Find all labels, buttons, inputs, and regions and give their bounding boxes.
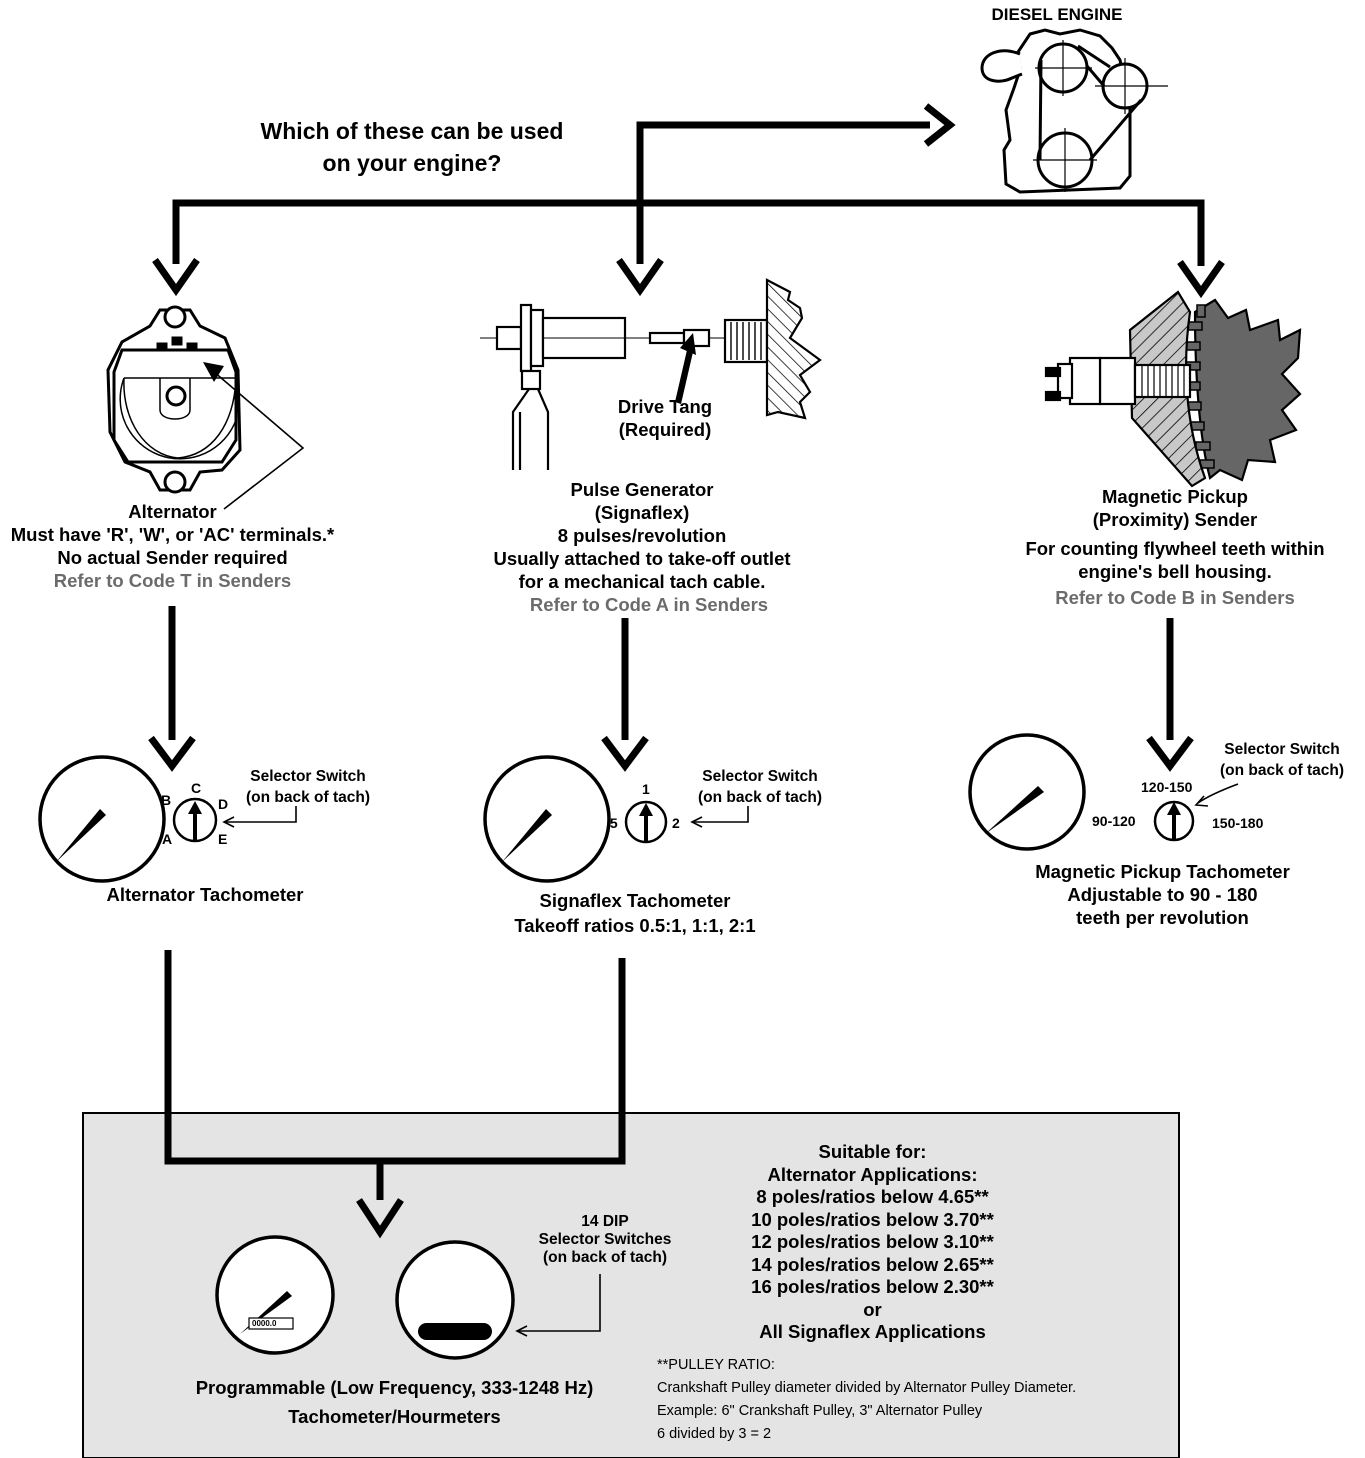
note-line: 6 divided by 3 = 2 bbox=[657, 1426, 772, 1442]
programmable-subtitle: Tachometer/Hourmeters bbox=[288, 1406, 501, 1427]
sig-selector-note: (on back of tach) bbox=[697, 788, 822, 806]
suitable-line: 12 poles/ratios below 3.10** bbox=[751, 1231, 994, 1252]
magnetic-usage: For counting flywheel teeth within bbox=[1025, 538, 1325, 559]
pulse-ref: Refer to Code A in Senders bbox=[529, 594, 769, 615]
suitable-list: Suitable for: Alternator Applications: 8… bbox=[700, 1141, 1045, 1344]
suitable-line: 10 poles/ratios below 3.70** bbox=[751, 1208, 994, 1230]
magnetic-proximity: (Proximity) Sender bbox=[1092, 509, 1258, 530]
magnetic-pickup-text: Magnetic Pickup (Proximity) Sender For c… bbox=[990, 485, 1360, 609]
mag-selector-title: Selector Switch bbox=[1224, 741, 1340, 758]
magnetic-teeth: teeth per revolution bbox=[1076, 907, 1249, 928]
mag-pos-top: 120-150 bbox=[1141, 779, 1193, 795]
magnetic-pickup-drawing bbox=[1044, 290, 1302, 488]
question-line-2: on your engine? bbox=[322, 150, 502, 176]
sig-selector-title: Selector Switch bbox=[702, 768, 818, 785]
dip-switch-label: 14 DIP Selector Switches (on back of tac… bbox=[525, 1213, 685, 1267]
pulse-title: Pulse Generator bbox=[570, 479, 714, 500]
pulse-usage-2: for a mechanical tach cable. bbox=[518, 571, 766, 592]
magnetic-adjustable: Adjustable to 90 - 180 bbox=[1067, 884, 1258, 905]
magnetic-selector-switch bbox=[1153, 783, 1239, 842]
note-line: Example: 6" Crankshaft Pulley, 3" Altern… bbox=[657, 1403, 983, 1419]
signaflex-tach-gauge bbox=[483, 755, 611, 883]
pulley-ratio-notes: **PULLEY RATIO: Crankshaft Pulley diamet… bbox=[657, 1354, 1076, 1446]
sig-pos-right: 2 bbox=[672, 815, 680, 831]
alt-pos-e: E bbox=[218, 831, 228, 847]
alt-pos-d: D bbox=[218, 796, 229, 812]
drive-tang-label: Drive Tang (Required) bbox=[600, 395, 730, 441]
dip-selector: Selector Switches bbox=[538, 1231, 672, 1248]
suitable-line: 14 poles/ratios below 2.65** bbox=[751, 1253, 994, 1275]
mag-pos-left: 90-120 bbox=[1092, 813, 1136, 829]
note-line: Crankshaft Pulley diameter divided by Al… bbox=[657, 1380, 1077, 1396]
alternator-tach-title: Alternator Tachometer bbox=[106, 884, 304, 905]
signaflex-tach-text: Signaflex Tachometer Takeoff ratios 0.5:… bbox=[475, 888, 795, 938]
pulse-signaflex: (Signaflex) bbox=[594, 502, 690, 523]
alt-pos-a: A bbox=[162, 831, 173, 847]
hourmeter-gauge bbox=[395, 1240, 515, 1360]
alternator-title: Alternator bbox=[128, 501, 217, 522]
alt-selector-note: (on back of tach) bbox=[245, 788, 370, 806]
dip-count: 14 DIP bbox=[581, 1213, 629, 1230]
alternator-sender-text: Alternator Must have 'R', 'W', or 'AC' t… bbox=[0, 500, 345, 593]
drive-tang-title: Drive Tang bbox=[617, 396, 713, 417]
pulse-generator-text: Pulse Generator (Signaflex) 8 pulses/rev… bbox=[452, 478, 832, 616]
magnetic-tach-text: Magnetic Pickup Tachometer Adjustable to… bbox=[1000, 860, 1325, 929]
magnetic-ref: Refer to Code B in Senders bbox=[1055, 587, 1295, 608]
alternator-selector-switch bbox=[172, 797, 297, 843]
pulse-rate: 8 pulses/revolution bbox=[557, 525, 727, 546]
hourmeter-display: 0000.0 bbox=[252, 1319, 277, 1328]
alt-pos-c: C bbox=[191, 780, 202, 796]
sig-selector-label: Selector Switch (on back of tach) bbox=[690, 767, 830, 809]
dip-switch-pointer bbox=[515, 1274, 601, 1337]
suitable-line: All Signaflex Applications bbox=[759, 1321, 986, 1342]
alternator-ref: Refer to Code T in Senders bbox=[53, 570, 292, 592]
drive-tang-note: (Required) bbox=[618, 419, 712, 441]
alt-selector-label: Selector Switch (on back of tach) bbox=[238, 767, 378, 809]
flow-lines bbox=[164, 121, 1205, 1200]
dip-note: (on back of tach) bbox=[542, 1249, 667, 1266]
pulse-generator-drawing bbox=[480, 278, 822, 470]
question-heading: Which of these can be used on your engin… bbox=[222, 115, 602, 179]
suitable-line: 8 poles/ratios below 4.65** bbox=[756, 1186, 989, 1207]
sig-pos-top: 1 bbox=[642, 781, 650, 797]
alt-selector-title: Selector Switch bbox=[250, 768, 366, 785]
mag-selector-label: Selector Switch (on back of tach) bbox=[1212, 740, 1352, 782]
programmable-title: Programmable (Low Frequency, 333-1248 Hz… bbox=[195, 1377, 594, 1398]
programmable-tach-gauge bbox=[215, 1235, 335, 1355]
suitable-line: 16 poles/ratios below 2.30** bbox=[751, 1276, 994, 1297]
alt-pos-b: B bbox=[161, 792, 172, 808]
alternator-terminals: Must have 'R', 'W', or 'AC' terminals.* bbox=[10, 524, 335, 546]
diesel-engine-drawing bbox=[980, 28, 1168, 194]
magnetic-usage-2: engine's bell housing. bbox=[1078, 561, 1272, 582]
signaflex-selector-switch bbox=[624, 800, 749, 844]
suitable-line: Suitable for: bbox=[818, 1141, 927, 1162]
programmable-title-block: Programmable (Low Frequency, 333-1248 Hz… bbox=[152, 1373, 637, 1431]
mag-pos-right: 150-180 bbox=[1212, 815, 1264, 831]
arrowheads bbox=[148, 103, 1225, 1239]
question-line-1: Which of these can be used bbox=[260, 118, 564, 144]
mag-selector-note: (on back of tach) bbox=[1219, 761, 1344, 779]
magnetic-tach-title: Magnetic Pickup Tachometer bbox=[1035, 861, 1290, 882]
sig-pos-left: .5 bbox=[606, 815, 618, 831]
signaflex-tach-title: Signaflex Tachometer bbox=[539, 890, 731, 911]
diesel-engine-label: DIESEL ENGINE bbox=[991, 5, 1123, 24]
alternator-no-sender: No actual Sender required bbox=[57, 547, 288, 569]
alternator-tach-gauge bbox=[38, 755, 166, 883]
suitable-line: Alternator Applications: bbox=[767, 1163, 978, 1185]
signaflex-takeoff: Takeoff ratios 0.5:1, 1:1, 2:1 bbox=[514, 915, 756, 936]
magnetic-title: Magnetic Pickup bbox=[1102, 486, 1248, 507]
pulse-usage: Usually attached to take-off outlet bbox=[493, 548, 791, 569]
magnetic-tach-gauge bbox=[968, 733, 1086, 851]
alternator-drawing bbox=[106, 305, 305, 510]
note-line: **PULLEY RATIO: bbox=[657, 1357, 775, 1373]
suitable-line: or bbox=[863, 1298, 882, 1320]
